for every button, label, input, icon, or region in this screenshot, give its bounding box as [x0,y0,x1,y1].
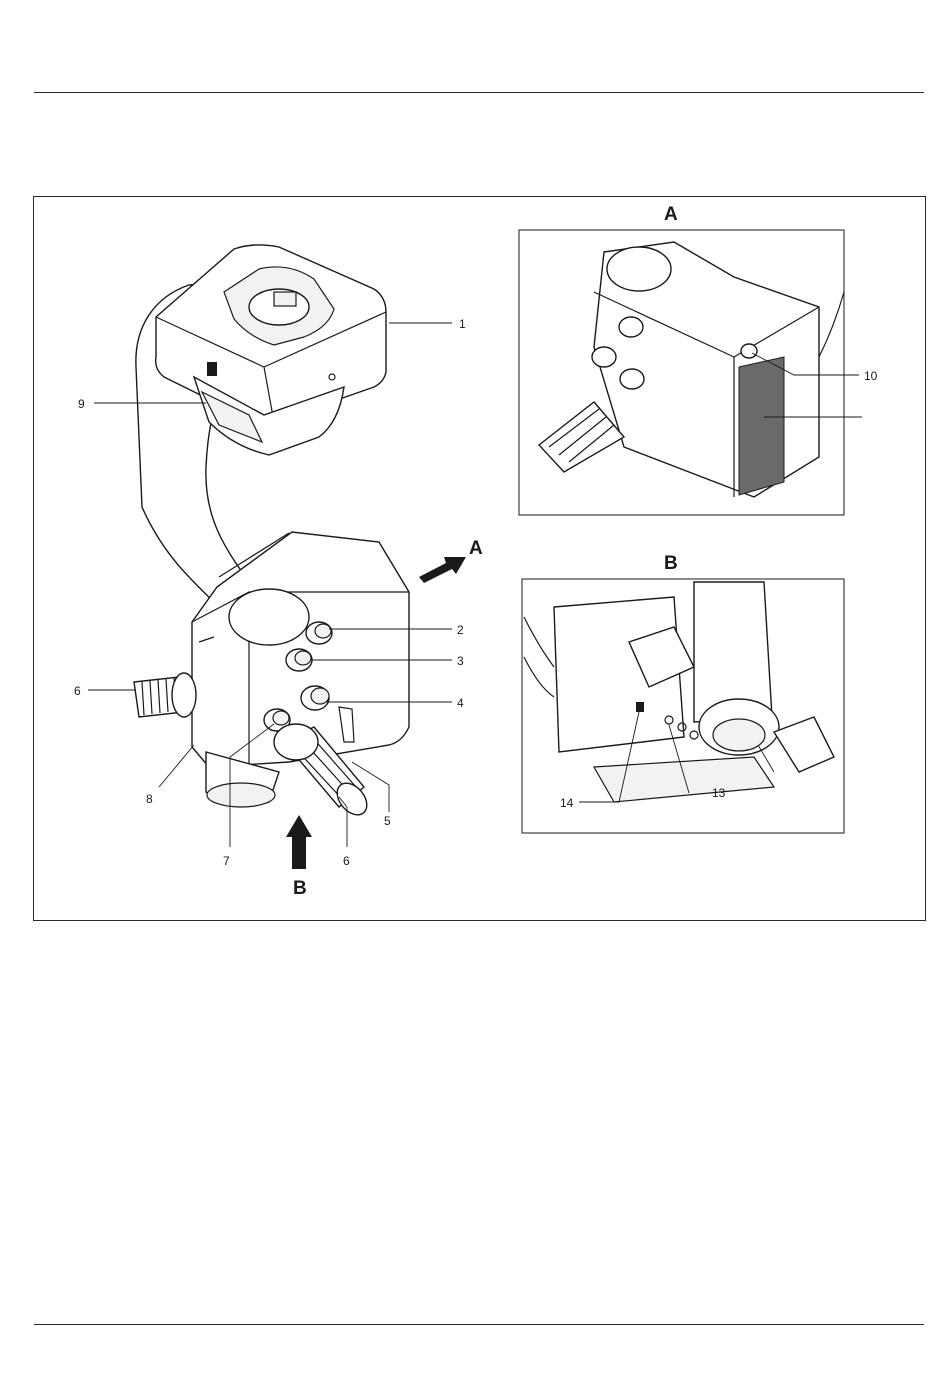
callout-3: 3 [457,654,464,668]
callout-7: 7 [223,854,230,868]
logo-mark [207,362,217,376]
arrow-label-a: A [469,538,483,559]
callout-4: 4 [457,696,464,710]
callout-6-bottom: 6 [343,854,350,868]
microscope-main-view [134,245,466,869]
callout-10: 10 [864,369,878,383]
inset-a-grill [739,357,784,495]
callout-6-left: 6 [74,684,81,698]
focus-knob-left [134,673,196,717]
knob-2 [306,622,332,644]
arrow-a-shape [419,557,466,583]
callout-1: 1 [459,317,466,331]
callout-2: 2 [457,623,464,637]
callout-13: 13 [712,786,726,800]
callout-8: 8 [146,792,153,806]
view-label-a: A [664,204,678,225]
figure-frame: A B A B 1 9 2 3 4 6 8 5 7 6 10 14 13 [33,196,926,921]
callout-9: 9 [78,397,85,411]
arrow-label-b: B [293,878,307,899]
top-cap [229,589,309,645]
figure-drawing: A B A B 1 9 2 3 4 6 8 5 7 6 10 14 13 [34,197,927,922]
knob-4 [301,686,329,710]
knob-3 [286,649,312,671]
footer-rule [34,1324,924,1325]
callout-14: 14 [560,796,574,810]
arrow-b-shape [286,815,312,869]
view-label-b: B [664,553,678,574]
header-rule [34,92,924,93]
callout-5: 5 [384,814,391,828]
